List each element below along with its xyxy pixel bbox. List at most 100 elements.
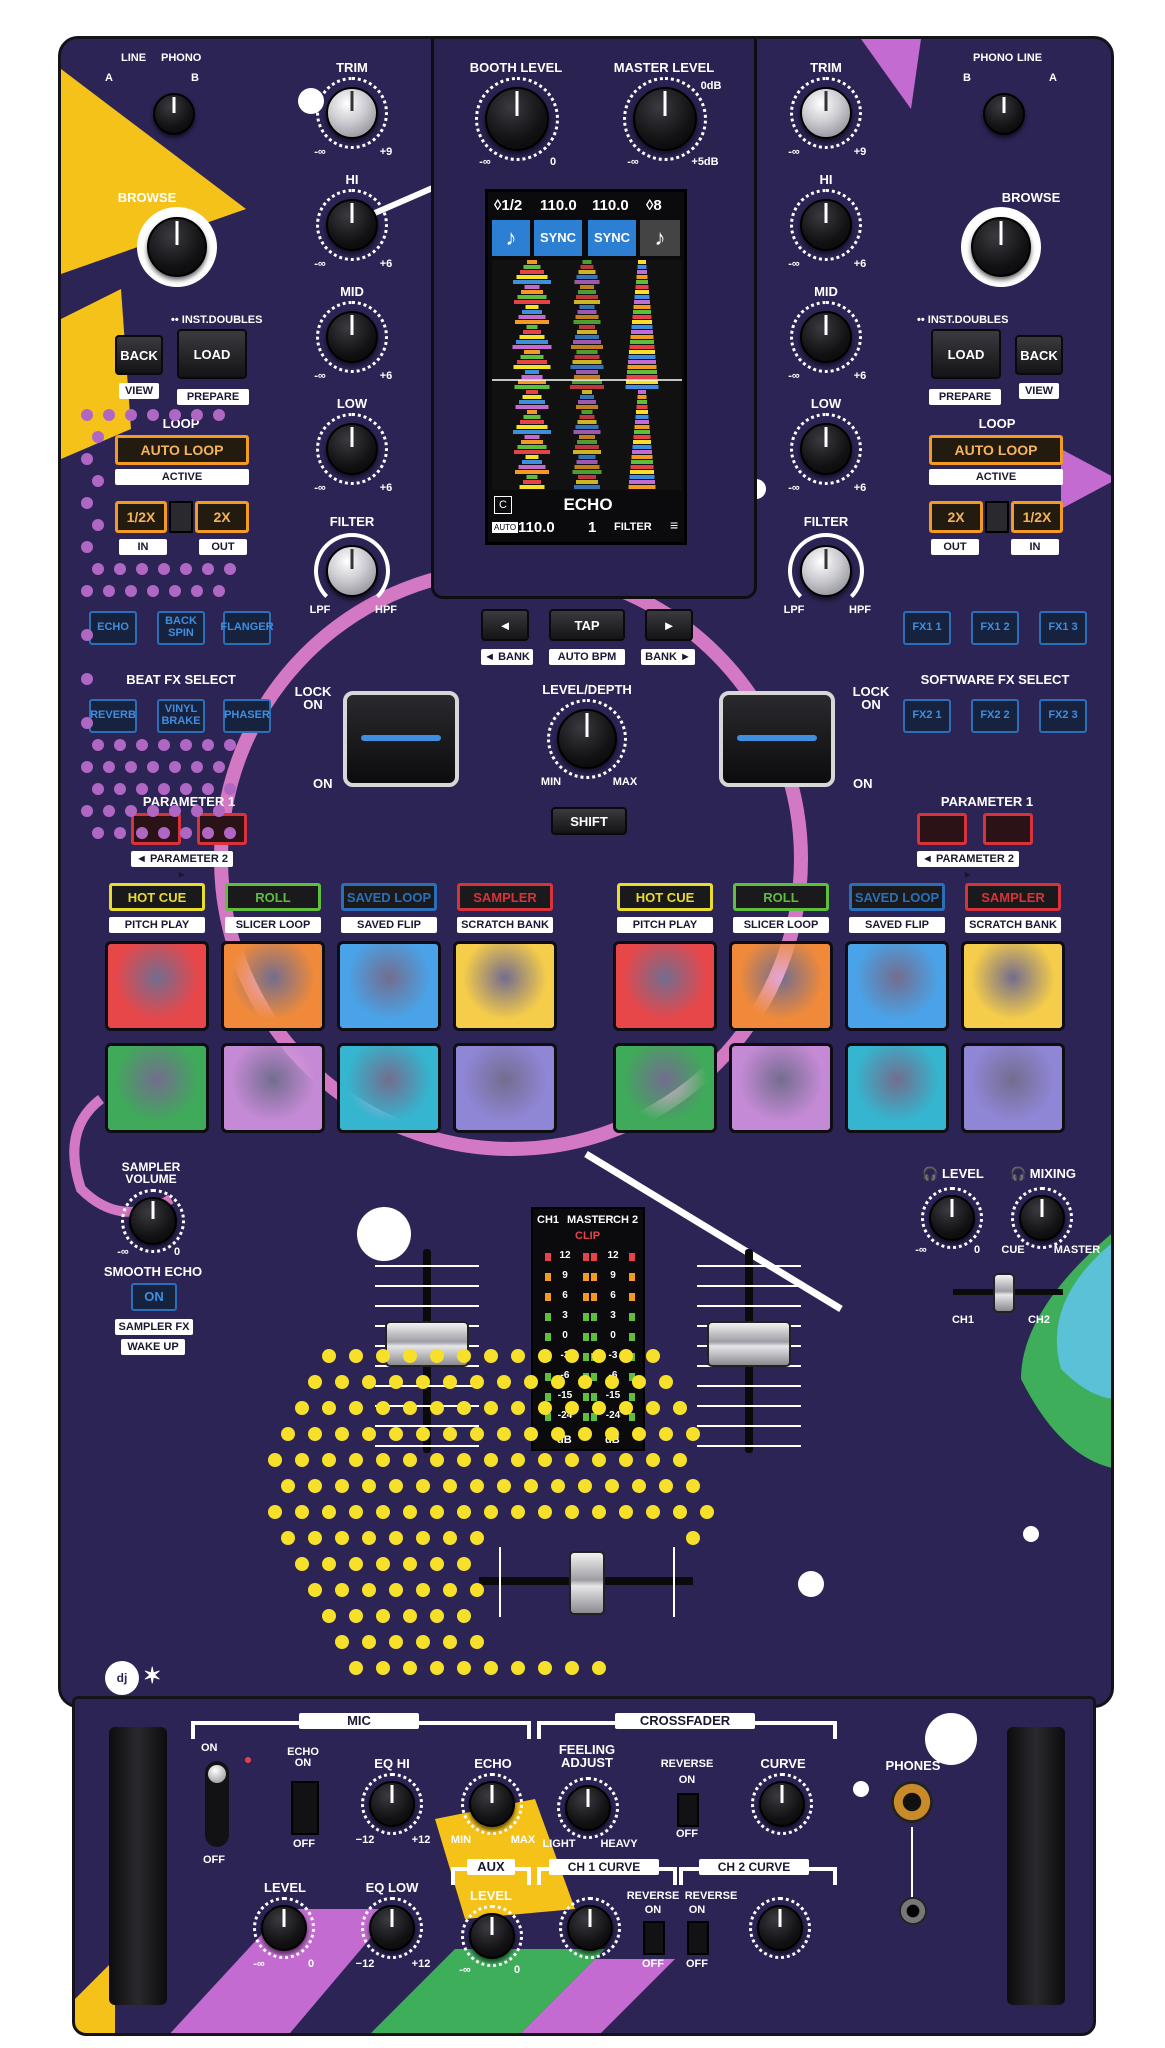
mic-echo-switch[interactable]	[291, 1781, 319, 1835]
mic-eq-hi-knob[interactable]	[369, 1781, 415, 1827]
faderL-cap[interactable]	[385, 1321, 469, 1367]
mic-level-knob[interactable]	[261, 1905, 307, 1951]
ch2-curve-knob[interactable]	[757, 1905, 803, 1951]
eq_mid-knob-L[interactable]	[326, 311, 378, 363]
loop-half-button-R[interactable]: 1/2X	[1011, 501, 1063, 533]
fx-row1-button-L-2[interactable]: FLANGER	[220, 611, 274, 645]
mode-button-L-3[interactable]: SAMPLER	[457, 883, 553, 911]
input-select-knob-L[interactable]	[153, 93, 195, 135]
fx-row1-button-L-1[interactable]: BACK SPIN	[157, 611, 205, 645]
fx-row2-button-R-0[interactable]: FX2 1	[903, 699, 951, 733]
back-button-L[interactable]: BACK	[115, 335, 163, 375]
load-button-L[interactable]: LOAD	[177, 329, 247, 379]
eq_hi-knob-L[interactable]	[326, 199, 378, 251]
mode-button-L-0[interactable]: HOT CUE	[109, 883, 205, 911]
smooth-echo-on-button[interactable]: ON	[131, 1283, 177, 1311]
bank-left-button[interactable]: ◄	[481, 609, 529, 641]
trim-knob-L[interactable]	[326, 87, 378, 139]
performance-pad-R-1[interactable]	[613, 941, 717, 1031]
browse-knob-R[interactable]	[971, 217, 1031, 277]
performance-pad-R-3[interactable]	[845, 941, 949, 1031]
performance-pad-R-7[interactable]	[845, 1043, 949, 1133]
feeling-adjust-knob[interactable]	[565, 1785, 611, 1831]
performance-pad-L-7[interactable]	[337, 1043, 441, 1133]
browse-knob-L[interactable]	[147, 217, 207, 277]
crossfader-knob[interactable]	[569, 1551, 605, 1615]
parameter-right-button-R[interactable]	[983, 813, 1033, 845]
fx-row2-button-R-1[interactable]: FX2 2	[971, 699, 1019, 733]
waveform-bar	[630, 335, 654, 339]
mode-button-L-2[interactable]: SAVED LOOP	[341, 883, 437, 911]
mic-eq-low-knob[interactable]	[369, 1905, 415, 1951]
performance-pad-R-8[interactable]	[961, 1043, 1065, 1133]
ch-balance-fader[interactable]	[993, 1273, 1015, 1313]
mode-button-R-2[interactable]: SAVED LOOP	[849, 883, 945, 911]
fx-row2-button-L-0[interactable]: REVERB	[89, 699, 137, 733]
filter-knob-L[interactable]	[326, 545, 378, 597]
trim-knob-R[interactable]	[800, 87, 852, 139]
phones-jack-small[interactable]	[899, 1897, 927, 1925]
fx-row2-button-L-1[interactable]: VINYL BRAKE	[157, 699, 205, 733]
performance-pad-L-2[interactable]	[221, 941, 325, 1031]
auto-loop-button-R[interactable]: AUTO LOOP	[929, 435, 1063, 465]
shift-button[interactable]: SHIFT	[551, 807, 627, 835]
eq_low-knob-R[interactable]	[800, 423, 852, 475]
booth-level-knob[interactable]	[485, 87, 549, 151]
level-depth-knob[interactable]	[557, 709, 617, 769]
mode-button-R-0[interactable]: HOT CUE	[617, 883, 713, 911]
headphone-mixing-knob[interactable]	[1019, 1195, 1065, 1241]
mic-echo-knob[interactable]	[469, 1781, 515, 1827]
waveform-bar	[632, 315, 652, 319]
loop-double-button-R[interactable]: 2X	[929, 501, 983, 533]
performance-pad-L-5[interactable]	[105, 1043, 209, 1133]
loop-half-button-L[interactable]: 1/2X	[115, 501, 167, 533]
aux-level-knob[interactable]	[469, 1913, 515, 1959]
mode-button-R-3[interactable]: SAMPLER	[965, 883, 1061, 911]
ch1-reverse-switch[interactable]	[643, 1921, 665, 1955]
performance-pad-R-6[interactable]	[729, 1043, 833, 1133]
ch2-reverse-switch[interactable]	[687, 1921, 709, 1955]
fx-row2-button-R-2[interactable]: FX2 3	[1039, 699, 1087, 733]
faderR-cap[interactable]	[707, 1321, 791, 1367]
load-button-R[interactable]: LOAD	[931, 329, 1001, 379]
loop-double-button-L[interactable]: 2X	[195, 501, 249, 533]
master-level-knob[interactable]	[633, 87, 697, 151]
fx-row1-button-R-1[interactable]: FX1 2	[971, 611, 1019, 645]
sampler-volume-knob[interactable]	[129, 1197, 177, 1245]
phones-jack-large[interactable]	[891, 1781, 933, 1823]
performance-pad-R-2[interactable]	[729, 941, 833, 1031]
note-icon-right[interactable]: ♪	[640, 220, 680, 256]
performance-pad-L-3[interactable]	[337, 941, 441, 1031]
performance-pad-L-6[interactable]	[221, 1043, 325, 1133]
note-icon-left[interactable]: ♪	[492, 220, 530, 256]
fx-row1-button-L-0[interactable]: ECHO	[89, 611, 137, 645]
xf-reverse-switch[interactable]	[677, 1793, 699, 1827]
auto-loop-button-L[interactable]: AUTO LOOP	[115, 435, 249, 465]
fx-row2-button-L-2[interactable]: PHASER	[223, 699, 271, 733]
headphone-level-knob[interactable]	[929, 1195, 975, 1241]
sync-button-right[interactable]: SYNC	[588, 220, 636, 256]
back-button-R[interactable]: BACK	[1015, 335, 1063, 375]
parameter-left-button-R[interactable]	[917, 813, 967, 845]
tap-button[interactable]: TAP	[549, 609, 625, 641]
filter-knob-R[interactable]	[800, 545, 852, 597]
performance-pad-R-5[interactable]	[613, 1043, 717, 1133]
mode-button-R-1[interactable]: ROLL	[733, 883, 829, 911]
performance-pad-L-4[interactable]	[453, 941, 557, 1031]
sync-button-left[interactable]: SYNC	[534, 220, 582, 256]
ch1-curve-knob[interactable]	[567, 1905, 613, 1951]
bank-right-button[interactable]: ►	[645, 609, 693, 641]
eq_mid-knob-R[interactable]	[800, 311, 852, 363]
fx-row1-button-R-2[interactable]: FX1 3	[1039, 611, 1087, 645]
input-select-knob-R[interactable]	[983, 93, 1025, 135]
eq_hi-knob-R[interactable]	[800, 199, 852, 251]
performance-pad-R-4[interactable]	[961, 941, 1065, 1031]
menu-icon[interactable]: ≡	[670, 517, 679, 533]
mode-button-L-1[interactable]: ROLL	[225, 883, 321, 911]
performance-pad-L-1[interactable]	[105, 941, 209, 1031]
xf-curve-knob[interactable]	[759, 1781, 805, 1827]
eq_low-knob-L[interactable]	[326, 423, 378, 475]
fx-row1-button-R-0[interactable]: FX1 1	[903, 611, 951, 645]
performance-pad-L-8[interactable]	[453, 1043, 557, 1133]
